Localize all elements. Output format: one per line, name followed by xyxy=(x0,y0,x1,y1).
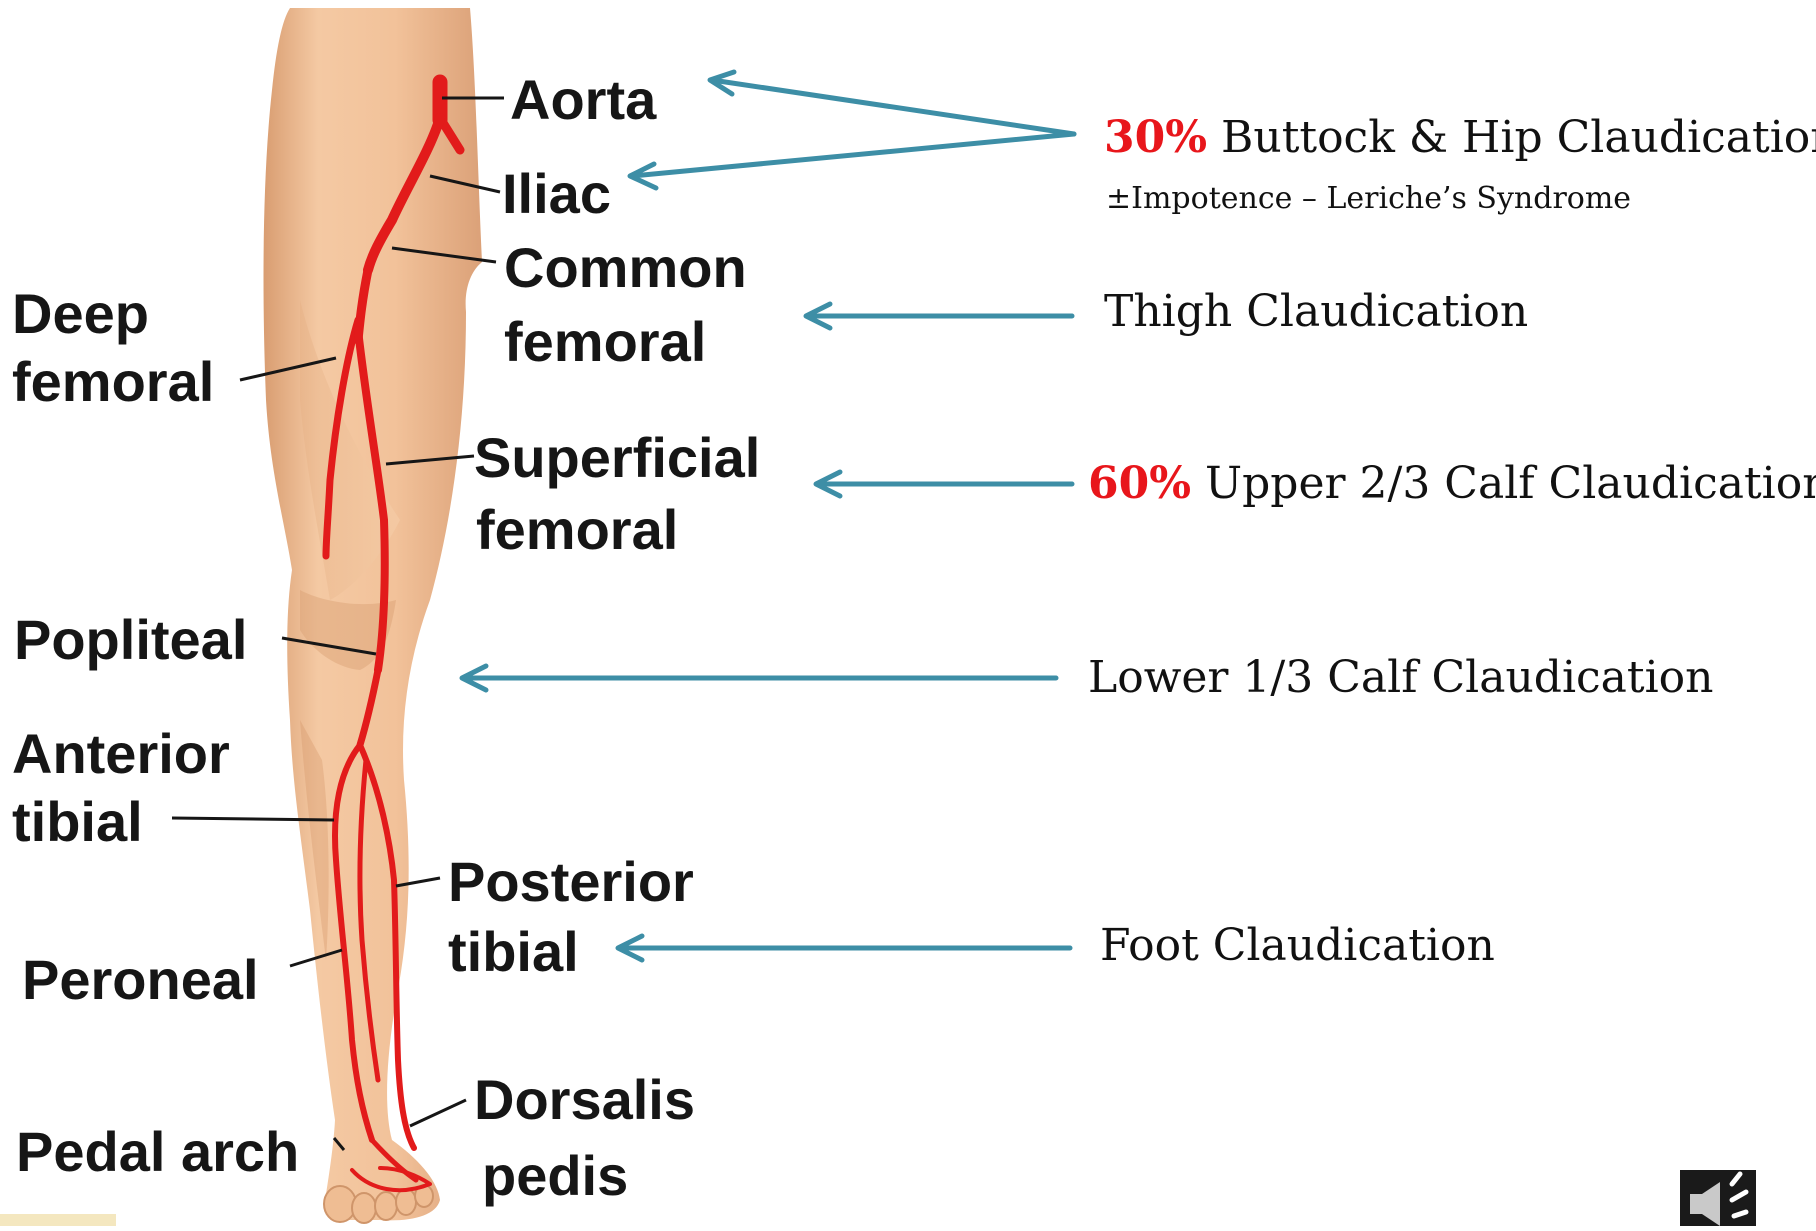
label-deep-femoral-line1: Deep xyxy=(12,278,149,350)
note-buttock-hip: 30% Buttock & Hip Claudication xyxy=(1104,110,1816,166)
note-upper-calf: 60% Upper 2/3 Calf Claudication xyxy=(1088,456,1816,512)
label-superficial-femoral-line1: Superficial xyxy=(474,422,760,494)
note-foot: Foot Claudication xyxy=(1100,918,1495,974)
label-common-femoral-line1: Common xyxy=(504,232,747,304)
label-superficial-femoral-line2: femoral xyxy=(476,494,678,566)
label-dorsalis-pedis-line1: Dorsalis xyxy=(474,1064,695,1136)
label-anterior-tibial-line1: Anterior xyxy=(12,718,230,790)
audio-button[interactable] xyxy=(1680,1170,1756,1226)
note-buttock-hip-text: Buttock & Hip Claudication xyxy=(1207,112,1816,163)
label-dorsalis-pedis-line2: pedis xyxy=(482,1140,628,1212)
speaker-icon xyxy=(1680,1170,1756,1226)
label-iliac: Iliac xyxy=(502,158,611,230)
note-lower-calf: Lower 1/3 Calf Claudication xyxy=(1088,650,1713,706)
label-pedal-arch: Pedal arch xyxy=(16,1116,299,1188)
label-popliteal: Popliteal xyxy=(14,604,247,676)
note-upper-calf-text: Upper 2/3 Calf Claudication xyxy=(1191,458,1816,509)
label-posterior-tibial-line1: Posterior xyxy=(448,846,694,918)
label-aorta: Aorta xyxy=(510,64,656,136)
corner-mark xyxy=(0,1214,116,1226)
note-leriche-syndrome: ±Impotence – Leriche’s Syndrome xyxy=(1106,180,1631,218)
label-peroneal: Peroneal xyxy=(22,944,259,1016)
label-posterior-tibial-line2: tibial xyxy=(448,916,579,988)
note-buttock-hip-percent: 30% xyxy=(1104,112,1207,163)
label-anterior-tibial-line2: tibial xyxy=(12,786,143,858)
note-thigh: Thigh Claudication xyxy=(1104,284,1528,340)
note-upper-calf-percent: 60% xyxy=(1088,458,1191,509)
label-common-femoral-line2: femoral xyxy=(504,306,706,378)
label-deep-femoral-line2: femoral xyxy=(12,346,214,418)
